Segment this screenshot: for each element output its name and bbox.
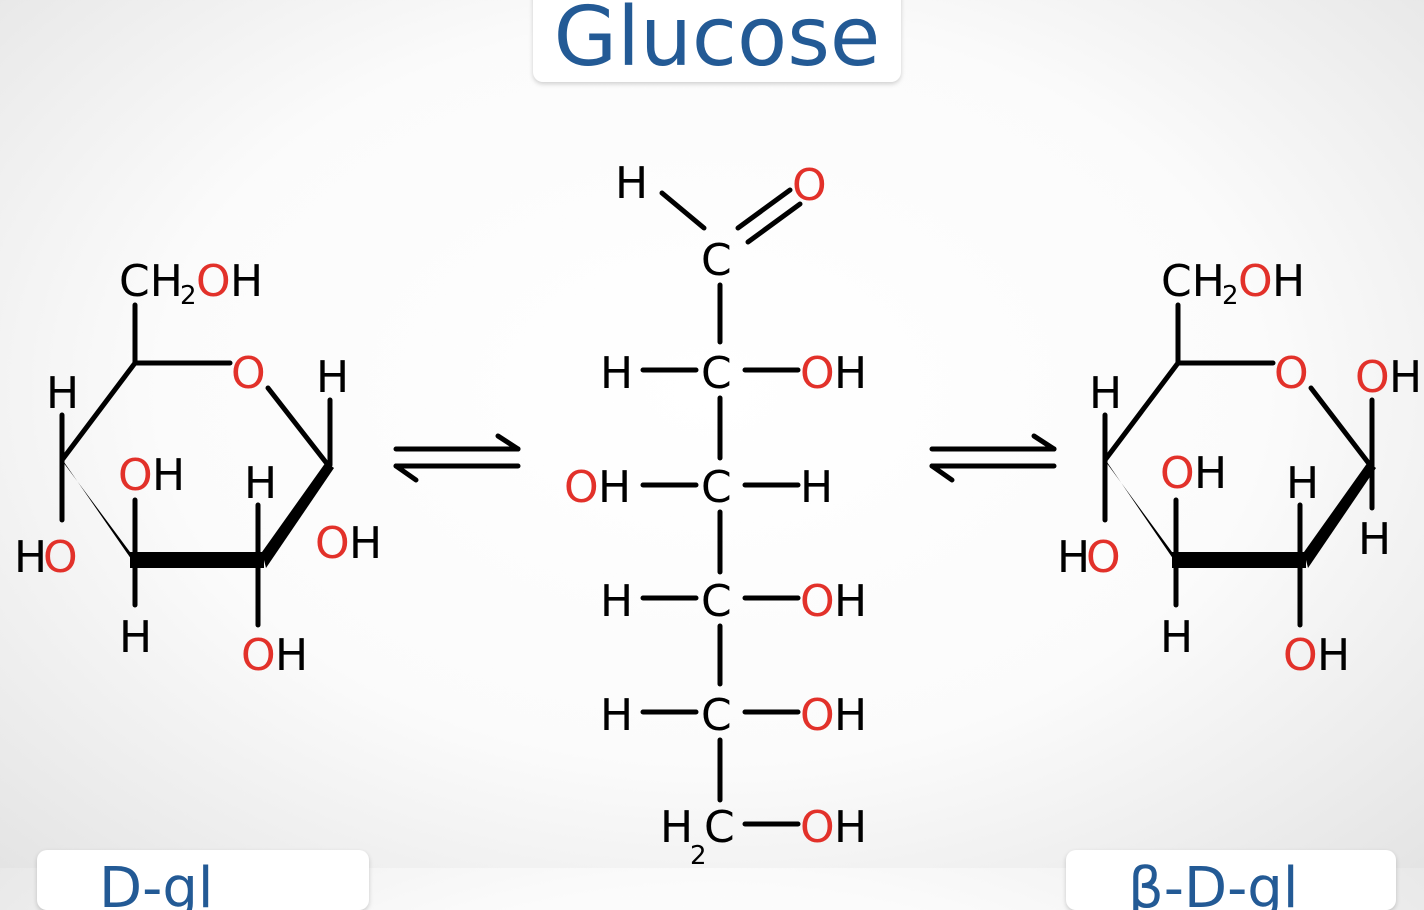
atom-subscript: 2: [690, 841, 707, 868]
atom-subscript: 2: [1222, 281, 1239, 311]
atom-h: H: [1089, 368, 1122, 419]
atom-o: O: [1086, 532, 1121, 583]
atom-h: H: [1286, 458, 1319, 509]
alpha-ring: [59, 302, 333, 628]
page-title: Glucose: [553, 0, 881, 85]
alpha-ring-wedges: [60, 458, 334, 568]
atom-o: O: [315, 518, 350, 569]
equilibrium-arrow-right: [929, 433, 1057, 483]
atom-o: O: [43, 532, 78, 583]
atom-h: H: [834, 802, 867, 853]
atom-o: O: [1160, 448, 1195, 499]
atom-c: C: [701, 690, 732, 741]
atom-o: O: [800, 576, 835, 627]
atom-h: H: [275, 630, 308, 681]
atom-h: H: [119, 612, 152, 663]
atom-h: H: [316, 352, 349, 403]
atom-subscript: 2: [180, 281, 197, 311]
equilibrium-arrow-left: [393, 433, 521, 483]
atom-o: O: [564, 462, 599, 513]
atom-o: O: [241, 630, 276, 681]
atom-h: H: [615, 158, 648, 209]
atom-h: H: [1057, 532, 1090, 583]
open-chain-bonds: [640, 187, 803, 827]
atom-o: O: [196, 256, 231, 307]
atom-h: H: [1272, 256, 1305, 307]
ring-oxygen: O: [1274, 348, 1309, 399]
atom-h: H: [349, 518, 382, 569]
atom-c: CH: [119, 256, 183, 307]
atom-h: H: [834, 576, 867, 627]
ring-oxygen: O: [231, 348, 266, 399]
atom-o: O: [1283, 630, 1318, 681]
atom-h: H: [14, 532, 47, 583]
atom-o: O: [800, 348, 835, 399]
atom-c: C: [701, 235, 732, 286]
atom-h: H: [152, 450, 185, 501]
atom-h: H: [598, 462, 631, 513]
atom-h: H: [834, 690, 867, 741]
atom-c: CH: [1161, 256, 1225, 307]
atom-h: H: [230, 256, 263, 307]
atom-o: O: [792, 160, 827, 211]
atom-c: C: [701, 576, 732, 627]
atom-c: C: [701, 462, 732, 513]
alpha-ring-atoms: CH 2 O H O H H O H H O H H O H O H: [14, 256, 382, 681]
atom-h: H: [1317, 630, 1350, 681]
atom-h: H: [1160, 612, 1193, 663]
beta-ring-atoms: CH 2 O H O O H H O H H H H O H O H: [1057, 256, 1422, 681]
atom-h: H: [1194, 448, 1227, 499]
atom-h: H: [244, 458, 277, 509]
atom-h: H: [800, 462, 833, 513]
atom-h: H: [600, 576, 633, 627]
atom-o: O: [800, 802, 835, 853]
atom-o: O: [1238, 256, 1273, 307]
atom-h: H: [834, 348, 867, 399]
atom-c: C: [701, 348, 732, 399]
beta-ring: [1102, 302, 1375, 628]
atom-h: H: [1358, 514, 1391, 565]
glucose-structure-diagram: CH 2 O H O H H O H H O H H O H O H: [14, 158, 1422, 868]
atom-h: H: [1389, 352, 1422, 403]
atom-c: C: [704, 802, 735, 853]
beta-ring-wedges: [1103, 458, 1376, 568]
atom-o: O: [800, 690, 835, 741]
atom-o: O: [118, 450, 153, 501]
atom-h: H: [600, 348, 633, 399]
open-chain-atoms: H O C H C O H O H C H H C O H H C O H H …: [564, 158, 867, 868]
atom-h: H: [660, 802, 693, 853]
atom-o: O: [1355, 352, 1390, 403]
atom-h: H: [600, 690, 633, 741]
title-box: Glucose: [533, 0, 901, 82]
atom-h: H: [46, 368, 79, 419]
